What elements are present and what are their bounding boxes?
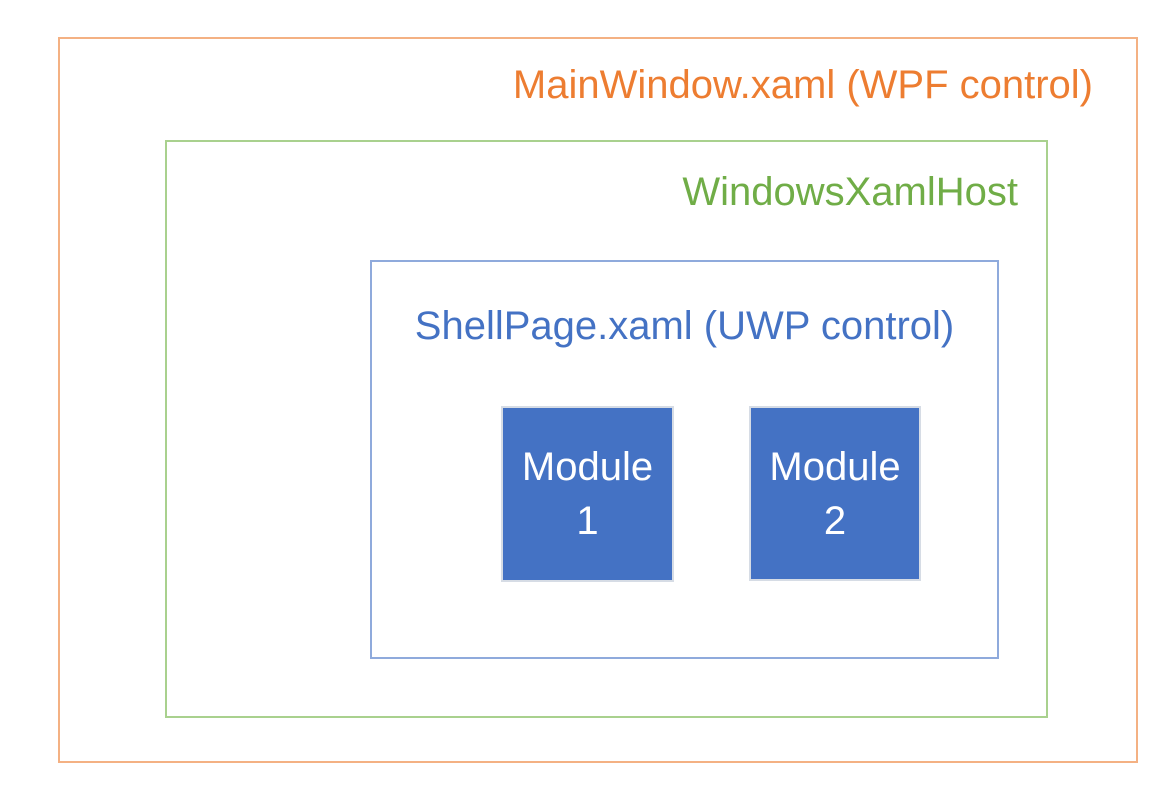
- mainwindow-wpf-box: MainWindow.xaml (WPF control) WindowsXam…: [58, 37, 1138, 763]
- shellpage-uwp-label: ShellPage.xaml (UWP control): [414, 304, 955, 348]
- shellpage-uwp-box: ShellPage.xaml (UWP control) Module 1 Mo…: [370, 260, 999, 659]
- mainwindow-wpf-label: MainWindow.xaml (WPF control): [512, 63, 1093, 107]
- windowsxamlhost-label: WindowsXamlHost: [682, 170, 1018, 214]
- module-label-line1: Module: [769, 444, 901, 489]
- windowsxamlhost-box: WindowsXamlHost ShellPage.xaml (UWP cont…: [165, 140, 1048, 718]
- module-box: Module 1: [501, 406, 674, 582]
- module-label-line1: Module: [521, 445, 654, 489]
- module-label-line2: 2: [823, 498, 847, 543]
- module-box: Module 2: [749, 406, 921, 581]
- module-label-line2: 1: [576, 499, 599, 543]
